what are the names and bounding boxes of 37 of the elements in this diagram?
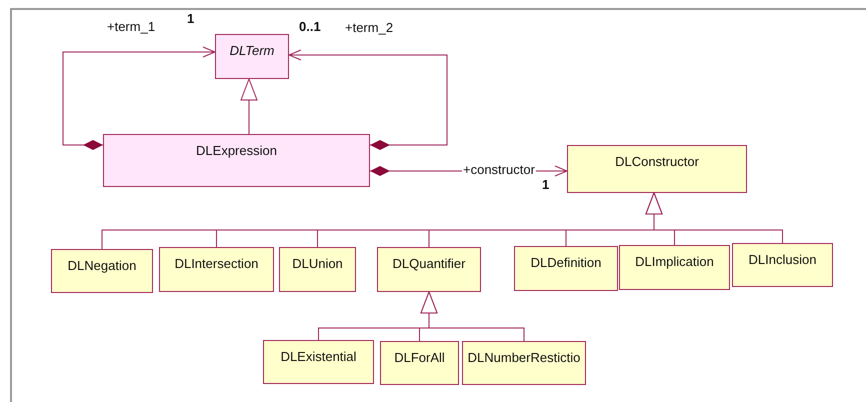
class-box: [619, 245, 730, 290]
class-name: DLImplication: [635, 254, 714, 269]
role-label: +term_1: [106, 20, 156, 34]
multiplicity-label: 1: [186, 12, 196, 26]
class-name: DLNumberRestictio: [468, 350, 580, 365]
class-box: [279, 247, 356, 292]
class-name: DLDefinition: [530, 255, 602, 270]
class-name: DLTerm: [230, 43, 274, 58]
class-name: DLConstructor: [615, 154, 699, 169]
class-box: [514, 246, 618, 291]
generalization-arrow: [420, 292, 524, 342]
class-box: [462, 341, 586, 385]
class-box: [732, 243, 833, 287]
class-box: [159, 247, 274, 292]
multiplicity-label: 0..1: [298, 20, 322, 34]
multiplicity-label: 1: [541, 178, 550, 192]
class-name: DLForAll: [394, 350, 445, 365]
class-box: [103, 134, 370, 187]
generalization-arrow: [240, 78, 258, 134]
class-box: [215, 34, 289, 79]
class-name: DLUnion: [292, 256, 343, 271]
class-box: [51, 249, 153, 293]
class-name: DLNegation: [68, 258, 136, 273]
class-box: [380, 341, 459, 385]
composition-arrow: [288, 50, 448, 150]
composition-arrow: [62, 46, 216, 150]
class-box: [263, 340, 374, 384]
class-box: [567, 145, 747, 193]
role-label: +constructor: [462, 163, 536, 177]
class-box: [377, 247, 481, 292]
class-name: DLIntersection: [174, 256, 258, 271]
class-name: DLQuantifier: [392, 256, 466, 271]
class-name: DLExpression: [196, 143, 277, 158]
generalization-arrow: [646, 192, 783, 244]
role-label: +term_2: [344, 21, 394, 35]
class-name: DLInclusion: [748, 252, 816, 267]
class-name: DLExistential: [280, 349, 356, 364]
